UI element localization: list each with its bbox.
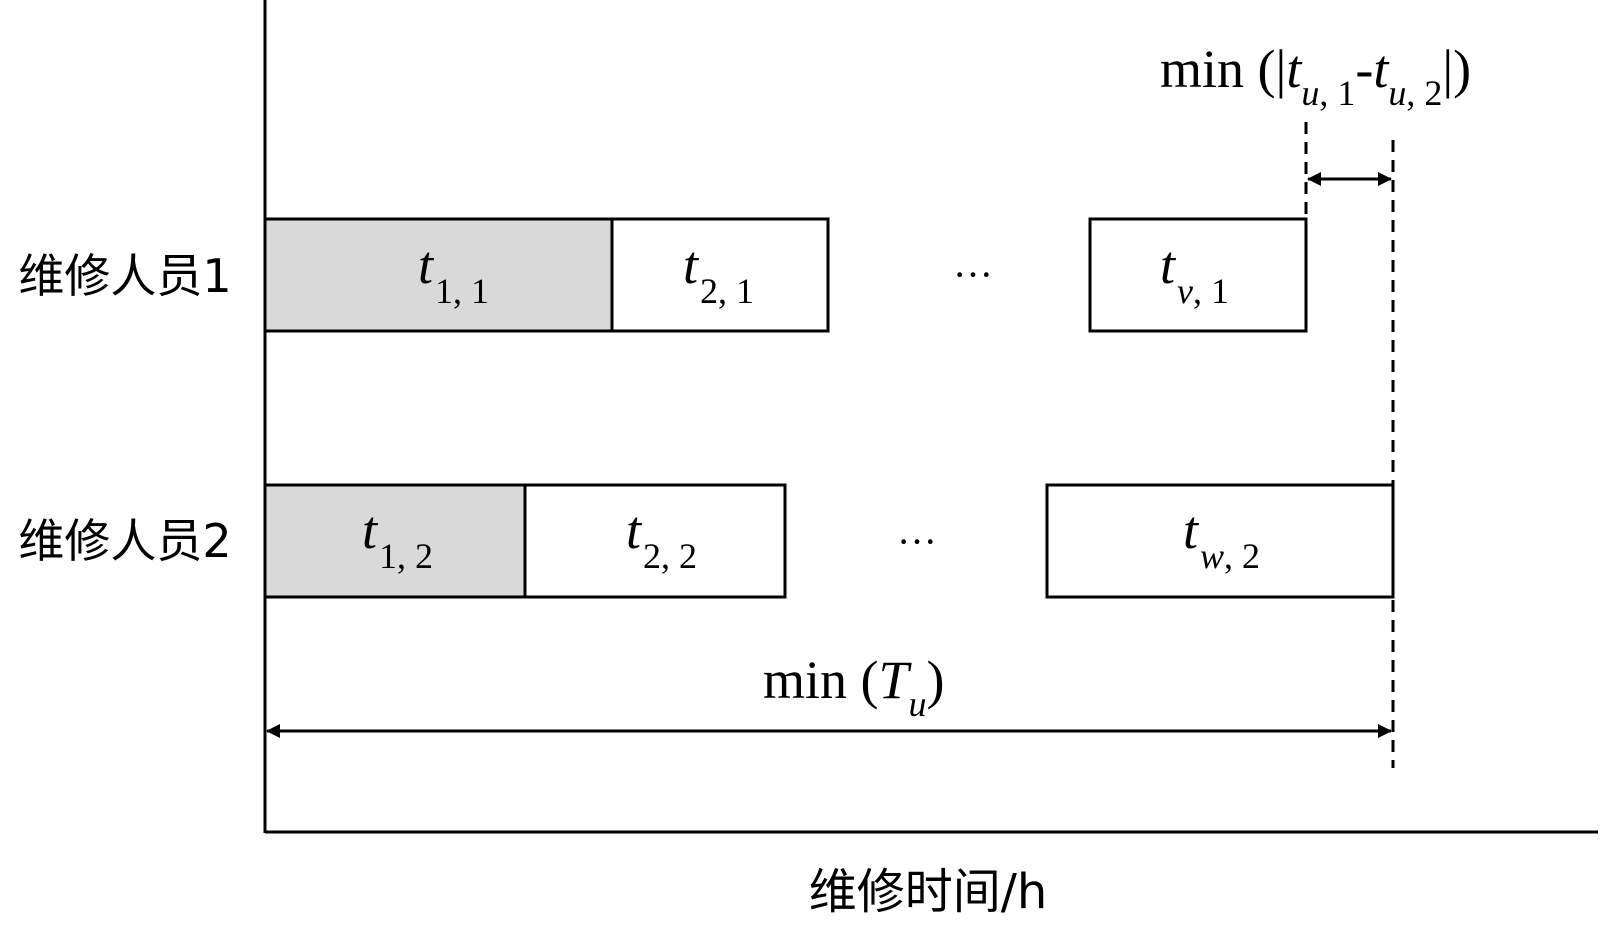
x-axis-label: 维修时间/h <box>809 864 1048 920</box>
task-box-v-1 <box>1088 217 1308 333</box>
row-label-2: 维修人员2 <box>18 514 231 568</box>
task-box-2-1 <box>610 217 830 333</box>
task-label-w-2: tw, 2 <box>1183 500 1260 576</box>
row-label-1: 维修人员1 <box>18 249 231 303</box>
task-label-1-1: t1, 1 <box>418 235 489 311</box>
task-box-w-2 <box>1045 483 1395 599</box>
task-label-v-1: tv, 1 <box>1160 235 1229 311</box>
ellipsis-row-1: ··· <box>953 252 993 297</box>
task-box-1-1 <box>263 217 614 333</box>
gap-annotation: min (|tu, 1-tu, 2|) <box>1160 39 1471 113</box>
task-box-1-2 <box>263 483 527 599</box>
total-annotation: min (Tu) <box>763 650 945 724</box>
task-label-2-1: t2, 1 <box>683 235 754 311</box>
task-box-2-2 <box>523 483 787 599</box>
ellipsis-row-2: ··· <box>897 519 937 564</box>
task-label-2-2: t2, 2 <box>626 500 697 576</box>
task-label-1-2: t1, 2 <box>362 500 433 576</box>
